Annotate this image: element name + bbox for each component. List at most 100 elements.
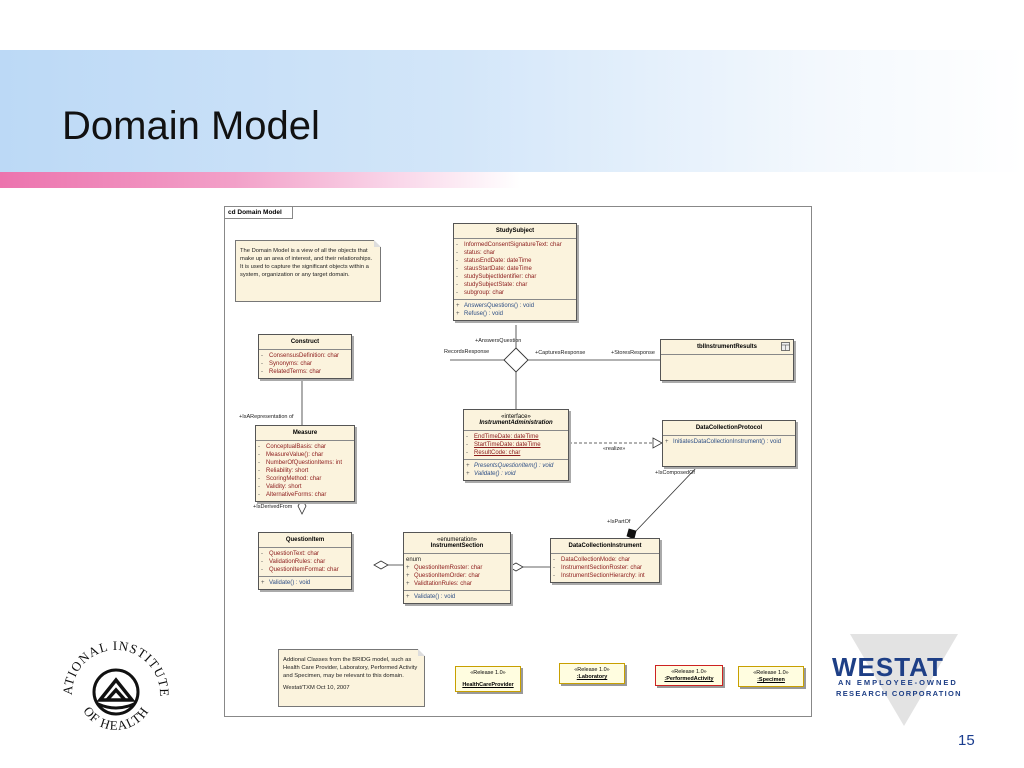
attribute: -Validity: short <box>258 484 302 490</box>
attributes: -QuestionText: char -ValidationRules: ch… <box>259 548 351 577</box>
enum-literal: enum <box>406 557 422 563</box>
operation: +Refuse() : void <box>456 311 504 317</box>
attribute: -RelatedTerms: char <box>261 369 322 375</box>
class-name: tblInstrumentResults <box>661 340 793 355</box>
westat-logo-line2: RESEARCH CORPORATION <box>836 689 962 698</box>
attribute: -studySubjectIdentifier: char <box>456 274 537 280</box>
operation: +InitiatesDataCollectionInstrument() : v… <box>665 439 782 445</box>
attributes: -DataCollectionMode: char -InstrumentSec… <box>551 554 659 582</box>
bridg-note: Addional Classes from the BRIDG model, s… <box>278 649 425 707</box>
release-name: :Laboratory <box>576 674 608 680</box>
stereotype: «Release 1.0» <box>574 667 610 673</box>
note-fold <box>418 649 425 656</box>
class-name: InstrumentAdministration <box>479 420 553 426</box>
title-band <box>0 50 1024 172</box>
class-data-collection-instrument: DataCollectionInstrument -DataCollection… <box>550 538 660 583</box>
stereotype: «enumeration» <box>436 537 478 543</box>
release-name: :PerformedActivity <box>664 676 714 682</box>
nih-logo: NATIONAL INSTITUTES OF HEALTH <box>58 632 171 733</box>
attribute: +ValidtationRules: char <box>406 581 472 587</box>
class-header: «enumeration» InstrumentSection <box>404 533 510 554</box>
attributes: -ConceptualBasis: char -MeasureValue(): … <box>256 441 354 501</box>
attribute: -DataCollectionMode: char <box>553 557 631 563</box>
release-box-performed-activity: «Release 1.0» :PerformedActivity <box>655 665 723 686</box>
attributes: -InformedConsentSignatureText: char -sta… <box>454 239 576 300</box>
attribute: -stausStartDate: dateTime <box>456 266 532 272</box>
operations: +PresentsQuestionItem() : void +Validate… <box>464 460 568 480</box>
note-text: The Domain Model is a view of all the ob… <box>240 248 373 278</box>
label-realize: «realize» <box>603 446 626 452</box>
attribute: -StartTimeDate: dateTime <box>466 442 541 448</box>
operations: +InitiatesDataCollectionInstrument() : v… <box>663 436 795 448</box>
release-box-health-care-provider: «Release 1.0» HealthCareProvider <box>455 666 521 692</box>
class-question-item: QuestionItem -QuestionText: char -Valida… <box>258 532 352 590</box>
slide-title: Domain Model <box>62 104 320 148</box>
class-measure: Measure -ConceptualBasis: char -MeasureV… <box>255 425 355 502</box>
westat-logo-line1: AN EMPLOYEE-OWNED <box>838 678 958 687</box>
class-name: DataCollectionInstrument <box>551 539 659 554</box>
attribute: -subgroup: char <box>456 290 505 296</box>
attribute: -EndTimeDate: dateTime <box>466 434 539 440</box>
attribute: -ConceptualBasis: char <box>258 444 327 450</box>
attribute: -ConsensusDefinition: char <box>261 353 340 359</box>
class-tbl-instrument-results: tblInstrumentResults <box>660 339 794 381</box>
bridg-note-text: Addional Classes from the BRIDG model, s… <box>283 657 418 679</box>
attribute: -Synonyms: char <box>261 361 313 367</box>
nih-emblem <box>92 668 140 716</box>
connector-lines <box>297 325 698 572</box>
stereotype: «interface» <box>501 414 531 420</box>
operation: +Validate() : void <box>406 594 456 600</box>
attributes: -EndTimeDate: dateTime -StartTimeDate: d… <box>464 431 568 460</box>
diagram-frame: cd Domain Model <box>224 206 812 717</box>
frame-label: cd Domain Model <box>225 207 293 219</box>
class-instrument-section: «enumeration» InstrumentSection enum +Qu… <box>403 532 511 604</box>
stereotype: «Release 1.0» <box>671 669 707 675</box>
class-construct: Construct -ConsensusDefinition: char -Sy… <box>258 334 352 379</box>
attribute: -QuestionItemFormat: char <box>261 567 339 573</box>
attribute: -InformedConsentSignatureText: char <box>456 242 562 248</box>
class-name: StudySubject <box>454 224 576 239</box>
label-is-derived-from: +IsDerivedFrom <box>253 504 293 510</box>
class-name: InstrumentSection <box>430 543 484 549</box>
stereotype: «Release 1.0» <box>753 670 789 676</box>
attribute: -studySubjectState: char <box>456 282 528 288</box>
label-is-composed-of: +IsComposedOf <box>655 470 695 476</box>
attribute: +QuestionItemOrder: char <box>406 573 481 579</box>
westat-logo-shape <box>850 634 958 726</box>
operations: +Validate() : void <box>259 577 351 589</box>
attribute: -MeasureValue(): char <box>258 452 324 458</box>
operation: +Validate() : void <box>466 471 516 477</box>
label-answers-question: +AnswersQuestion <box>475 338 522 344</box>
table-icon <box>781 342 790 351</box>
class-instrument-administration: «interface» InstrumentAdministration -En… <box>463 409 569 481</box>
label-captures-response: +CapturesResponse <box>535 350 586 356</box>
attribute: -ResultCode: char <box>466 450 521 456</box>
operation: +AnswersQuestions() : void <box>456 303 535 309</box>
attribute: -status: char <box>456 250 496 256</box>
class-study-subject: StudySubject -InformedConsentSignatureTe… <box>453 223 577 321</box>
attribute: +QuestionItemRoster: char <box>406 565 483 571</box>
release-name: HealthCareProvider <box>462 682 514 688</box>
label-is-representation-of: +IsARepresentation of <box>239 414 294 420</box>
class-name: DataCollectionProtocol <box>663 421 795 436</box>
attributes: enum +QuestionItemRoster: char +Question… <box>404 554 510 591</box>
label-is-part-of: +IsPartOf <box>607 519 631 525</box>
bridg-note-signature: Westat/TXM Oct 10, 2007 <box>283 685 350 691</box>
domain-model-note: The Domain Model is a view of all the ob… <box>235 240 381 302</box>
attribute: -InstrumentSectionRoster: char <box>553 565 643 571</box>
attribute: -InstrumentSectionHierarchy: int <box>553 573 645 579</box>
attribute: -QuestionText: char <box>261 551 320 557</box>
accent-bar <box>0 172 520 188</box>
attribute: -Reliability: short <box>258 468 309 474</box>
class-data-collection-protocol: DataCollectionProtocol +InitiatesDataCol… <box>662 420 796 467</box>
stereotype: «Release 1.0» <box>470 670 506 676</box>
attributes: -ConsensusDefinition: char -Synonyms: ch… <box>259 350 351 378</box>
class-name: QuestionItem <box>259 533 351 548</box>
class-name: Construct <box>259 335 351 350</box>
operations: +Validate() : void <box>404 591 510 603</box>
label-records-response: RecordsResponse <box>444 349 490 355</box>
release-box-laboratory: «Release 1.0» :Laboratory <box>559 663 625 684</box>
class-name: Measure <box>256 426 354 441</box>
attribute: -ValidationRules: char <box>261 559 326 565</box>
attribute: -statusEndDate: dateTime <box>456 258 532 264</box>
